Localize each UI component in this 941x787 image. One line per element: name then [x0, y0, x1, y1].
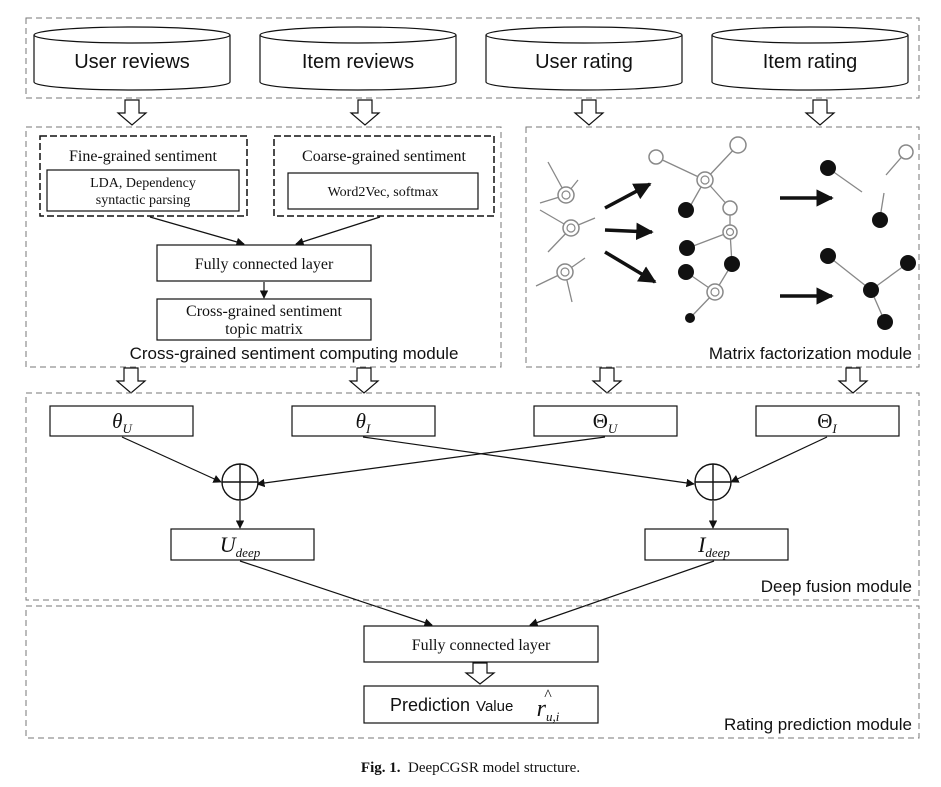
fine-grained-frame: [39, 135, 248, 217]
sentiment-topic-matrix-line1: Cross-grained sentiment: [186, 303, 343, 320]
plus-circle-right-icon: [694, 463, 732, 501]
hollow-down-arrow-icon: [349, 99, 381, 126]
figure-caption: Fig. 1. DeepCGSR model structure.: [0, 760, 941, 777]
prediction-fc-layer-box: [363, 625, 599, 663]
hollow-down-arrow-icon: [348, 367, 380, 394]
sentiment-topic-matrix-line2: topic matrix: [225, 321, 303, 338]
sentiment-module-frame: [25, 126, 502, 368]
database-user-reviews: User reviews: [33, 26, 231, 91]
prediction-value-box: [363, 685, 599, 724]
mf-arrow-icon: [604, 222, 654, 241]
u-deep-box: [170, 528, 315, 561]
theta-u-box: [49, 405, 194, 437]
graph-node-icon: [724, 256, 740, 272]
coarse-grained-frame: [273, 135, 495, 217]
fine-grained-method-line2: syntactic parsing: [96, 193, 190, 208]
figure-caption-text: DeepCGSR model structure.: [408, 760, 581, 776]
fine-grained-title: Fine-grained sentiment: [69, 148, 218, 165]
theta-i-label: θI: [356, 409, 371, 436]
i-deep-box: [644, 528, 789, 561]
fine-grained-inner-box: [46, 169, 240, 212]
sentiment-module-label: Cross-grained sentiment computing module: [130, 344, 459, 363]
Theta-u-label: ΘU: [593, 409, 619, 436]
arrow-Theta-u-to-plus-left: [256, 436, 606, 488]
graph-node-icon: [898, 144, 914, 160]
graph-node-icon: [648, 149, 664, 165]
Theta-i-box: [755, 405, 900, 437]
graph-node-icon: [710, 287, 720, 297]
figure-number: Fig. 1.: [360, 760, 401, 776]
plus-circle-left-icon: [221, 463, 259, 501]
hat-accent-icon: ^: [544, 687, 552, 704]
graph-node-icon: [678, 202, 694, 218]
mf-module-frame: [525, 126, 920, 368]
hollow-down-arrow-icon: [115, 367, 147, 394]
graph-node-icon: [877, 314, 893, 330]
theta-i-box: [291, 405, 436, 437]
database-item-rating: Item rating: [711, 26, 909, 91]
arrow-ideep-to-fc: [529, 560, 715, 627]
i-deep-label: Ideep: [697, 532, 730, 560]
arrow-coarse-to-fc: [295, 216, 381, 246]
graph-node-icon: [685, 313, 695, 323]
hollow-down-arrow-icon: [573, 99, 605, 126]
graph-node-icon: [863, 282, 879, 298]
graph-node-icon: [722, 200, 738, 216]
u-deep-label: Udeep: [220, 532, 261, 560]
hollow-down-arrow-icon: [116, 99, 148, 126]
graph-node-icon: [700, 175, 710, 185]
database-label-item-reviews: Item reviews: [302, 51, 414, 73]
coarse-grained-inner-box: [287, 172, 479, 210]
mf-arrow-icon: [604, 182, 652, 210]
graph-node-icon: [679, 240, 695, 256]
mf-module-label: Matrix factorization module: [709, 344, 912, 363]
database-label-user-rating: User rating: [535, 51, 633, 73]
arrow-theta-i-to-plus-right: [362, 436, 695, 488]
fusion-module-label: Deep fusion module: [761, 577, 912, 596]
database-group-frame: [25, 17, 920, 99]
hollow-down-arrow-icon: [591, 367, 623, 394]
theta-u-label: θU: [112, 409, 133, 436]
fully-connected-layer-label: Fully connected layer: [195, 256, 334, 273]
fine-grained-method-line1: LDA, Dependency: [90, 176, 196, 191]
fully-connected-layer-box: [156, 244, 372, 282]
graph-node-icon: [678, 264, 694, 280]
hollow-down-arrow-icon: [464, 662, 496, 685]
hollow-down-arrow-icon: [837, 367, 869, 394]
database-item-reviews: Item reviews: [259, 26, 457, 91]
Theta-u-box: [533, 405, 678, 437]
arrow-udeep-to-fc: [239, 560, 433, 627]
graph-node-icon: [560, 267, 570, 277]
database-label-user-reviews: User reviews: [74, 51, 190, 73]
prediction-r-hat: ru,i: [537, 696, 560, 724]
prediction-module-label: Rating prediction module: [724, 715, 912, 734]
graph-node-icon: [566, 223, 576, 233]
database-user-rating: User rating: [485, 26, 683, 91]
graph-node-icon: [820, 160, 836, 176]
database-label-item-rating: Item rating: [763, 51, 857, 73]
mf-nodes: [556, 136, 916, 330]
coarse-grained-method: Word2Vec, softmax: [328, 185, 439, 200]
prediction-module-frame: [25, 605, 920, 739]
prediction-fc-layer-label: Fully connected layer: [412, 637, 551, 654]
sentiment-topic-matrix-box: [156, 298, 372, 341]
arrow-fine-to-fc: [149, 216, 245, 246]
graph-node-icon: [872, 212, 888, 228]
Theta-i-label: ΘI: [817, 409, 837, 436]
arrow-Theta-i-to-plus-right: [730, 436, 828, 483]
graph-node-icon: [561, 190, 571, 200]
mf-arrow-icon: [604, 250, 657, 284]
graph-node-icon: [725, 227, 735, 237]
arrow-theta-u-to-plus-left: [121, 436, 222, 483]
graph-node-icon: [900, 255, 916, 271]
graph-node-icon: [820, 248, 836, 264]
graph-node-icon: [729, 136, 747, 154]
coarse-grained-title: Coarse-grained sentiment: [302, 148, 467, 165]
hollow-down-arrow-icon: [804, 99, 836, 126]
